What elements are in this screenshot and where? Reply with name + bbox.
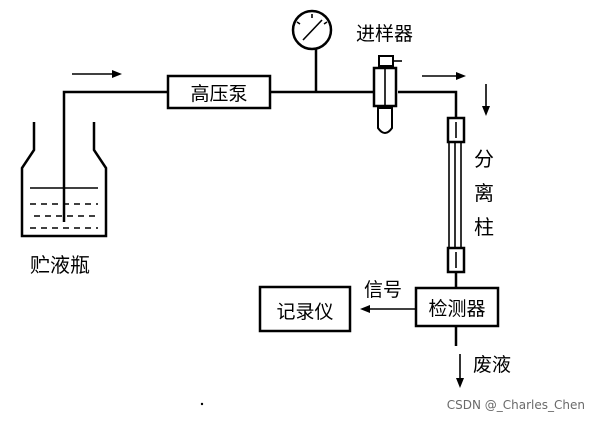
flow-arrow-icon xyxy=(422,72,466,80)
pressure-gauge-icon xyxy=(291,9,333,92)
column-label-2: 离 xyxy=(474,181,494,205)
pump-label: 高压泵 xyxy=(190,83,247,105)
separation-column xyxy=(446,116,466,288)
injector-to-column-pipe xyxy=(398,90,458,118)
column-label-3: 柱 xyxy=(474,215,494,239)
signal-arrow-icon xyxy=(360,305,416,313)
recorder-box xyxy=(258,285,352,333)
watermark: CSDN @_Charles_Chen xyxy=(447,398,585,412)
detector-box xyxy=(414,286,500,328)
flow-arrow-icon xyxy=(72,70,122,78)
waste-label: 废液 xyxy=(473,354,511,376)
injector-valve-icon xyxy=(372,55,402,134)
reservoir-label: 贮液瓶 xyxy=(30,253,90,277)
detector-label: 检测器 xyxy=(428,298,485,320)
signal-label: 信号 xyxy=(364,279,402,301)
inlet-pipe xyxy=(62,90,168,222)
stray-dot xyxy=(200,402,204,406)
recorder-label: 记录仪 xyxy=(276,301,333,323)
flow-arrow-icon xyxy=(456,354,464,388)
column-label-1: 分 xyxy=(474,147,494,171)
injector-label: 进样器 xyxy=(356,23,413,45)
flow-arrow-icon xyxy=(482,84,490,116)
